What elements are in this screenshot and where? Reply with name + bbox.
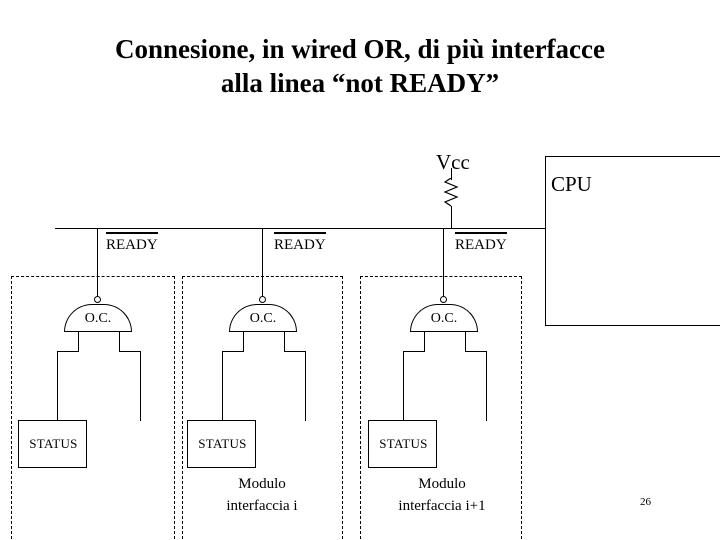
oc-right-leg-jog-1 [119, 351, 141, 352]
module-outline-1 [11, 276, 175, 540]
oc-gate-label-1: O.C. [84, 311, 112, 326]
oc-right-leg-seg2-1 [140, 351, 141, 421]
oc-right-leg-seg1-2 [284, 332, 285, 351]
open-collector-bubble-2 [259, 296, 266, 303]
oc-gate-label-2: O.C. [249, 311, 277, 326]
oc-left-leg-seg2-1 [57, 351, 58, 421]
open-collector-bubble-1 [94, 296, 101, 303]
oc-gate-3: O.C. [410, 304, 478, 332]
status-box-1: STATUS [18, 420, 87, 468]
ready-label-3: READY [455, 232, 507, 254]
status-label-3: STATUS [379, 436, 428, 451]
cpu-label: CPU [551, 172, 592, 196]
status-box-3: STATUS [368, 420, 437, 468]
oc-left-leg-jog-1 [57, 351, 79, 352]
status-label-2: STATUS [198, 436, 247, 451]
oc-gate-label-3: O.C. [430, 311, 458, 326]
vcc-supply-wire [451, 168, 452, 180]
ready-drop-wire-3 [443, 228, 444, 297]
oc-left-leg-jog-3 [403, 351, 425, 352]
oc-left-leg-seg1-3 [424, 332, 425, 351]
oc-left-leg-seg2-2 [222, 351, 223, 421]
ready-label-2: READY [274, 232, 326, 254]
status-label-1: STATUS [29, 436, 78, 451]
status-box-2: STATUS [187, 420, 256, 468]
cpu-box [545, 156, 720, 326]
module-caption-3: Modulo interfaccia i+1 [398, 476, 486, 514]
vcc-label: Vcc [436, 150, 470, 174]
oc-left-leg-seg1-2 [243, 332, 244, 351]
oc-right-leg-jog-3 [465, 351, 487, 352]
oc-right-leg-jog-2 [284, 351, 306, 352]
oc-right-leg-seg2-3 [486, 351, 487, 421]
oc-gate-1: O.C. [64, 304, 132, 332]
oc-left-leg-jog-2 [222, 351, 244, 352]
ready-drop-wire-2 [262, 228, 263, 297]
oc-right-leg-seg2-2 [305, 351, 306, 421]
ready-drop-wire-1 [97, 228, 98, 297]
oc-right-leg-seg1-1 [119, 332, 120, 351]
oc-left-leg-seg2-3 [403, 351, 404, 421]
module-caption-2: Modulo interfaccia i [226, 476, 298, 514]
vcc-pullup-wire [451, 206, 452, 229]
resistor-icon [443, 178, 459, 207]
page-number: 26 [640, 496, 651, 508]
open-collector-bubble-3 [440, 296, 447, 303]
oc-gate-2: O.C. [229, 304, 297, 332]
oc-right-leg-seg1-3 [465, 332, 466, 351]
module-outline-3 [360, 276, 522, 540]
oc-left-leg-seg1-1 [78, 332, 79, 351]
ready-label-1: READY [106, 232, 158, 254]
page-title: Connesione, in wired OR, di più interfac… [114, 34, 605, 98]
ready-bus-line [55, 228, 546, 229]
